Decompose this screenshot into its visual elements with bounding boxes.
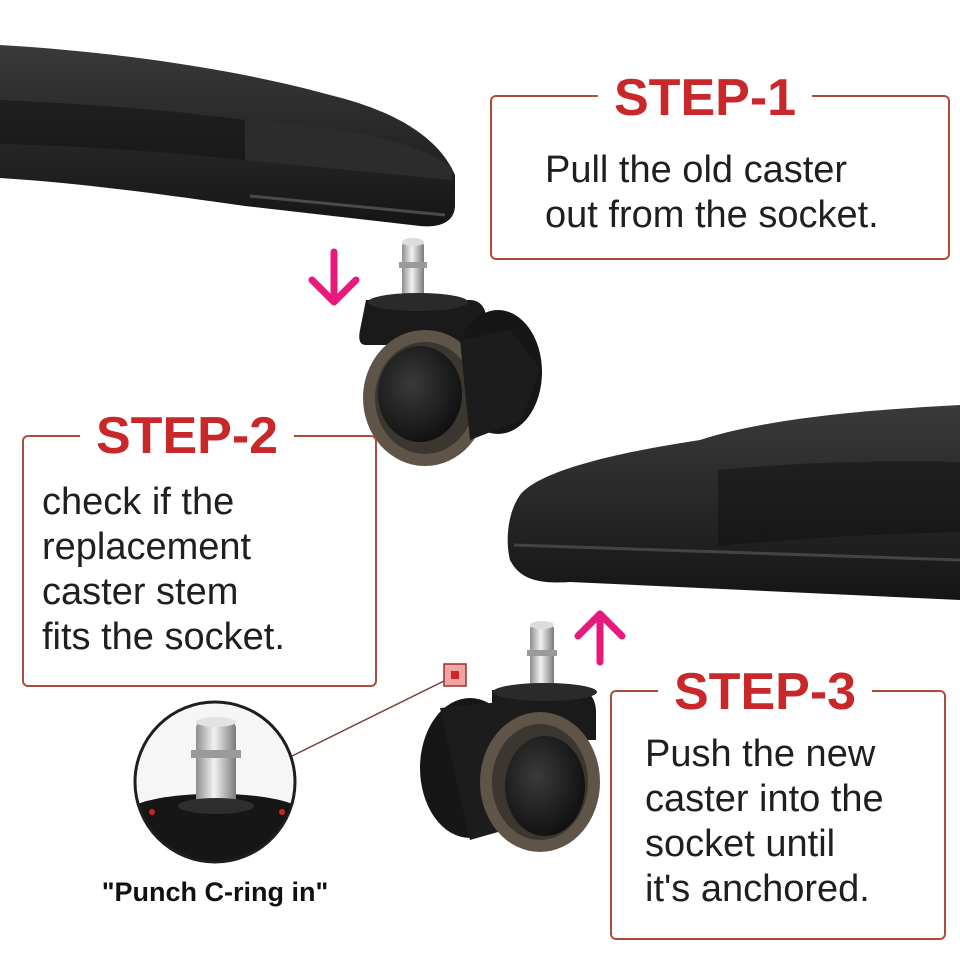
step-3-title: STEP-3 xyxy=(658,662,873,722)
arrow-up-icon xyxy=(574,610,626,666)
arrow-down-icon xyxy=(308,248,360,306)
chair-base-arm-top xyxy=(0,45,455,227)
inset-callout-line xyxy=(287,663,467,759)
old-caster xyxy=(359,238,542,466)
c-ring-closeup xyxy=(133,700,297,864)
chair-base-arm-bottom xyxy=(507,405,960,600)
step-1-title: STEP-1 xyxy=(598,68,813,128)
inset-caption: "Punch C-ring in" xyxy=(101,877,329,907)
step-1-instruction: Pull the old caster out from the socket. xyxy=(545,149,879,236)
step-2-instruction: check if the replacement caster stem fit… xyxy=(42,481,285,658)
step-3-instruction: Push the new caster into the socket unti… xyxy=(645,733,884,910)
new-caster xyxy=(420,621,600,852)
step-2-title: STEP-2 xyxy=(80,406,295,466)
